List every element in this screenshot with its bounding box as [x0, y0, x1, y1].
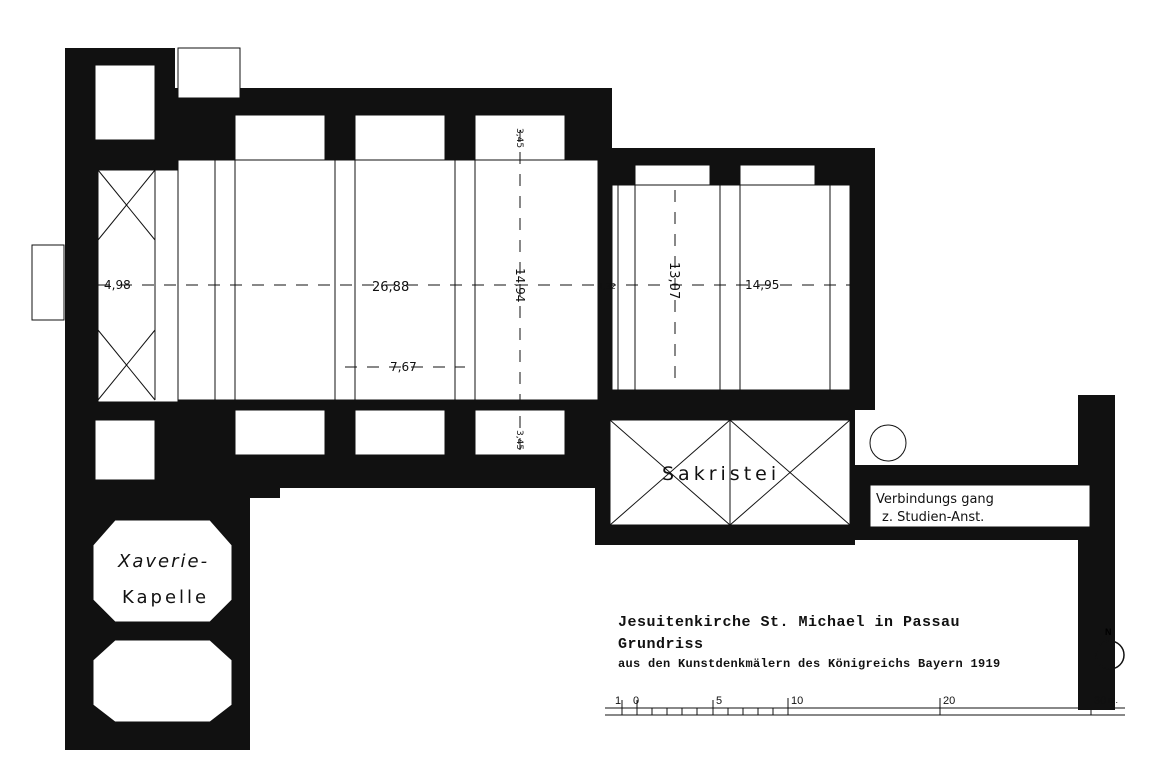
dim-choir-length: 14,95	[745, 278, 779, 292]
north-arrow: N	[1095, 627, 1125, 670]
label-corridor-1: Verbindungs gang	[876, 492, 994, 507]
scale-labels: 1 0 5 10 20 30 m.	[615, 695, 1118, 707]
dim-nave-width: 14,94	[513, 268, 527, 302]
dim-chapel-depth-bottom: 3,45	[514, 430, 524, 450]
scale-bar	[605, 698, 1125, 716]
plan-subtitle: Grundriss	[618, 636, 704, 653]
dim-bay-width: 7,67	[390, 360, 417, 374]
scale-tick-label: 0	[633, 695, 639, 707]
dim-choir-width: 13,07	[666, 262, 681, 299]
plan-source: aus den Kunstdenkmälern des Königreichs …	[618, 657, 1001, 671]
plan-title: Jesuitenkirche St. Michael in Passau	[618, 614, 961, 631]
scale-tick-label: 1	[615, 695, 621, 707]
dimension-labels: 4,98 26,88 14,94 1,32 13,07 14,95 7,67 3…	[104, 128, 779, 450]
vault-lines	[97, 160, 851, 526]
label-chapel-2: Kapelle	[122, 587, 209, 608]
scale-unit: m.	[1108, 695, 1118, 705]
room-labels: Sakristei Verbindungs gang z. Studien-An…	[117, 463, 994, 608]
dim-entrance-width: 4,98	[104, 278, 131, 292]
scale-tick-label: 20	[943, 695, 955, 707]
label-corridor-2: z. Studien-Anst.	[882, 510, 984, 525]
dim-chapel-depth-top: 3,45	[514, 128, 524, 148]
scale-tick-label: 5	[716, 695, 722, 707]
dimension-lines	[98, 130, 850, 470]
dim-arch-depth: 1,32	[598, 282, 616, 291]
label-chapel-1: Xaverie-	[117, 551, 209, 572]
dim-nave-length: 26,88	[372, 280, 409, 295]
scale-tick-label: 10	[791, 695, 803, 707]
label-sacristy: Sakristei	[662, 463, 780, 485]
scale-tick-label: 30	[1094, 695, 1106, 707]
north-label: N	[1105, 627, 1112, 637]
